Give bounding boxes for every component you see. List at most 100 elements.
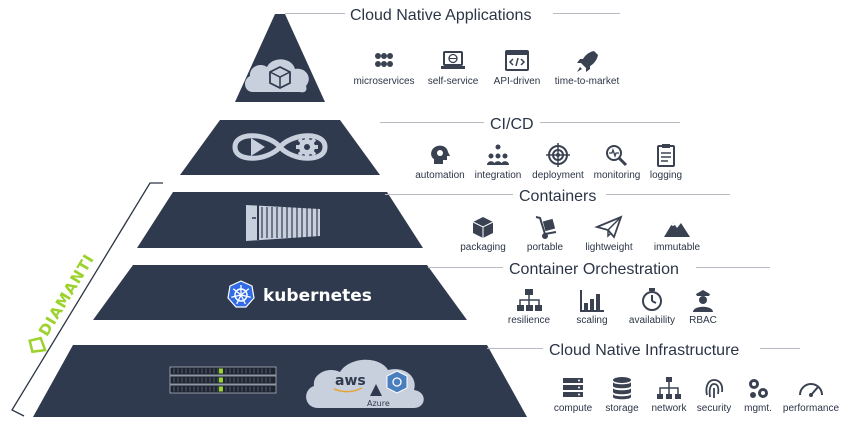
feature-label: network xyxy=(651,403,687,414)
feature-label: packaging xyxy=(460,242,506,253)
microservices-icon xyxy=(375,53,393,67)
feature-label: microservices xyxy=(353,76,415,87)
stopwatch-icon xyxy=(642,288,662,311)
network-tree-icon xyxy=(657,377,681,399)
shipping-container-icon xyxy=(246,205,320,241)
feature-rbac: RBAC xyxy=(658,287,748,326)
feature-label: immutable xyxy=(653,242,701,253)
feature-label: performance xyxy=(782,403,840,414)
gauge-icon xyxy=(799,383,823,397)
code-window-icon xyxy=(505,50,529,71)
box-icon xyxy=(472,217,494,238)
title-rule xyxy=(428,267,503,268)
feature-performance: performance xyxy=(766,375,850,414)
orchestration-title: Container Orchestration xyxy=(509,261,679,278)
feature-label: mgmt. xyxy=(744,403,772,414)
applications-title: Cloud Native Applications xyxy=(350,7,532,24)
feature-time-to-market: time-to-market xyxy=(542,48,632,87)
bar-chart-icon xyxy=(580,290,604,312)
kubernetes-wordmark: kubernetes xyxy=(263,286,372,306)
clipboard-icon xyxy=(657,144,675,167)
rocket-icon xyxy=(577,51,598,72)
feature-label: self-service xyxy=(427,76,479,87)
title-rule xyxy=(760,348,800,349)
feature-compute: compute xyxy=(528,375,618,414)
feature-label: scaling xyxy=(576,315,608,326)
feature-packaging: packaging xyxy=(438,214,528,253)
database-icon xyxy=(613,377,631,400)
fingerprint-icon xyxy=(705,379,724,398)
title-rule xyxy=(380,122,484,123)
azure-logo: Azure xyxy=(367,399,390,408)
title-rule xyxy=(553,13,620,14)
feature-storage: storage xyxy=(577,375,667,414)
feature-integration: integration xyxy=(453,142,543,181)
title-rule xyxy=(285,13,345,14)
people-network-icon xyxy=(487,144,509,165)
feature-label: RBAC xyxy=(689,315,717,326)
feature-logging: logging xyxy=(621,142,711,181)
title-rule xyxy=(696,267,770,268)
diamanti-bracket xyxy=(11,182,163,417)
gears-icon xyxy=(749,379,768,398)
feature-monitoring: monitoring xyxy=(572,142,662,181)
feature-label: availability xyxy=(628,315,676,326)
infrastructure-layer xyxy=(33,345,527,417)
feature-deployment: deployment xyxy=(513,142,603,181)
hierarchy-icon xyxy=(517,289,542,311)
feature-resilience: resilience xyxy=(484,287,574,326)
containers-title: Containers xyxy=(519,188,597,205)
officer-icon xyxy=(693,290,713,312)
feature-microservices: microservices xyxy=(339,48,429,87)
feature-label: automation xyxy=(415,170,465,181)
title-rule xyxy=(487,348,543,349)
feature-label: resilience xyxy=(507,315,551,326)
feature-api-driven: API-driven xyxy=(472,48,562,87)
aws-logo: aws xyxy=(335,373,366,389)
feature-label: logging xyxy=(649,170,683,181)
feature-label: monitoring xyxy=(593,170,641,181)
cicd-title: CI/CD xyxy=(490,116,534,133)
feature-immutable: immutable xyxy=(632,214,722,253)
server-rack-icon xyxy=(169,366,277,394)
diamanti-wordmark: DIAMANTI xyxy=(35,251,98,340)
feature-portable: portable xyxy=(500,214,590,253)
kubernetes-wheel-icon xyxy=(227,280,255,308)
title-rule xyxy=(540,122,680,123)
target-icon xyxy=(546,143,570,167)
server-icon xyxy=(563,378,583,397)
hand-truck-icon xyxy=(535,216,557,239)
feature-label: compute xyxy=(553,403,593,414)
title-rule xyxy=(606,194,730,195)
cloud-box-icon xyxy=(244,59,309,93)
feature-security: security xyxy=(669,375,759,414)
feature-label: portable xyxy=(526,242,564,253)
feature-label: storage xyxy=(605,403,639,414)
infrastructure-title: Cloud Native Infrastructure xyxy=(549,342,740,359)
title-rule xyxy=(385,194,513,195)
feature-label: API-driven xyxy=(493,76,541,87)
laptop-globe-icon xyxy=(441,51,465,69)
magnifier-pulse-icon xyxy=(606,145,628,167)
feature-label: security xyxy=(696,403,732,414)
infinity-loop-icon xyxy=(232,133,328,161)
paper-plane-icon xyxy=(594,215,623,239)
mountain-icon xyxy=(664,222,690,237)
feature-automation: automation xyxy=(395,142,485,181)
feature-availability: availability xyxy=(607,287,697,326)
feature-scaling: scaling xyxy=(547,287,637,326)
feature-label: time-to-market xyxy=(554,76,620,87)
head-gears-icon xyxy=(431,145,450,164)
feature-self-service: self-service xyxy=(408,48,498,87)
feature-network: network xyxy=(624,375,714,414)
feature-mgmt: mgmt. xyxy=(713,375,803,414)
diamanti-logo: DIAMANTI xyxy=(28,251,98,354)
feature-lightweight: lightweight xyxy=(564,214,654,253)
feature-label: integration xyxy=(474,170,522,181)
feature-label: deployment xyxy=(532,170,584,181)
feature-label: lightweight xyxy=(585,242,633,253)
orchestration-layer xyxy=(93,265,467,320)
